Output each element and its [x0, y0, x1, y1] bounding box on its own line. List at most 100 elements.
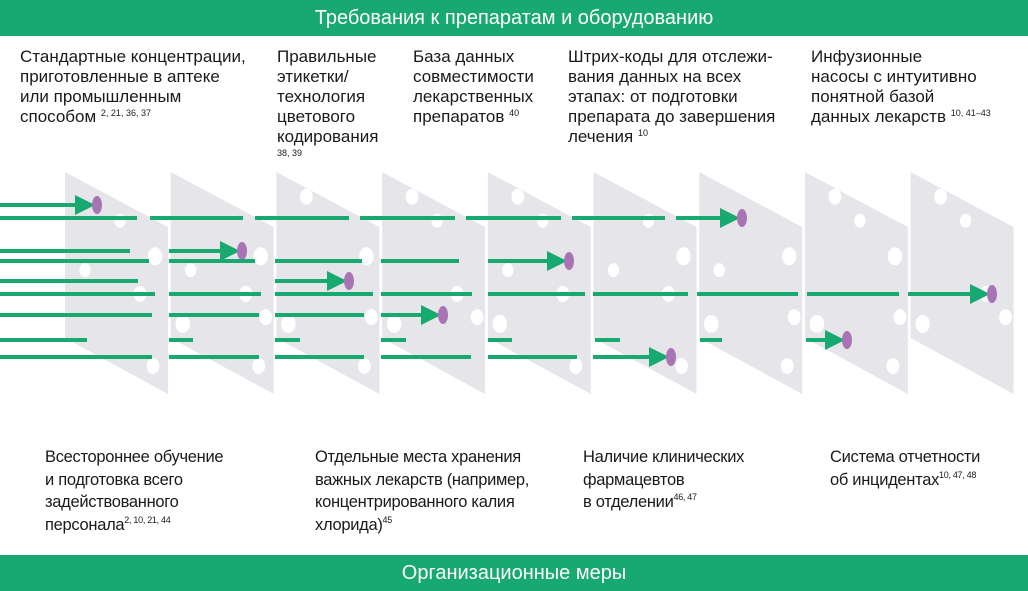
- cheese-hole: [780, 357, 794, 374]
- top-item-barcodes: Штрих-коды для отслежи- вания данных на …: [568, 47, 775, 147]
- hazard-dot-icon: [92, 196, 102, 214]
- refs: 10, 47, 48: [939, 469, 977, 480]
- hazard-dot-icon: [737, 209, 747, 227]
- arrow-head-icon: [421, 305, 441, 325]
- line: приготовленные в аптеке: [20, 67, 220, 86]
- cheese-hole: [960, 213, 972, 228]
- cheese-hole: [782, 247, 797, 266]
- line: способом: [20, 107, 97, 126]
- cheese-hole: [114, 213, 126, 228]
- line: концентрированного калия: [315, 493, 515, 511]
- cheese-hole: [642, 213, 655, 228]
- cheese-hole: [185, 263, 197, 278]
- line: Всестороннее обучение: [45, 448, 224, 466]
- cheese-slice: [170, 172, 274, 394]
- cheese-hole: [405, 188, 419, 205]
- cheese-hole: [713, 263, 725, 278]
- cheese-hole: [854, 213, 866, 228]
- line: данных лекарств: [811, 107, 947, 126]
- line: этикетки/: [277, 67, 349, 86]
- cheese-hole: [470, 309, 484, 326]
- footer-bar: Организационные меры: [0, 555, 1028, 591]
- line: задействованного: [45, 493, 179, 511]
- footer-title: Организационные меры: [401, 561, 627, 584]
- cheese-hole: [704, 314, 719, 333]
- line: этапах: от подготовки: [568, 87, 738, 106]
- refs: 38, 39: [277, 148, 303, 158]
- arrow-head-icon: [547, 251, 567, 271]
- line: Стандартные концентрации,: [20, 47, 246, 66]
- cheese-hole: [175, 314, 190, 333]
- hazard-dot-icon: [438, 306, 448, 324]
- top-item-standard-concentrations: Стандартные концентрации, приготовленные…: [20, 47, 246, 127]
- cheese-hole: [492, 314, 507, 333]
- bottom-item-storage: Отдельные места хранения важных лекарств…: [315, 446, 529, 536]
- line: вания данных на всех: [568, 67, 742, 86]
- cheese-hole: [253, 247, 268, 266]
- line: препарата до завершения: [568, 107, 776, 126]
- top-item-infusion-pumps: Инфузионные насосы с интуитивно понятной…: [811, 47, 991, 127]
- bottom-item-reporting: Система отчетности об инцидентах10, 47, …: [830, 446, 980, 491]
- cheese-hole: [809, 314, 825, 333]
- cheese-slice: [910, 172, 1014, 394]
- cheese-hole: [300, 188, 313, 205]
- arrow-head-icon: [75, 195, 95, 215]
- refs: 2, 10, 21, 44: [124, 514, 171, 525]
- refs: 10: [637, 128, 648, 138]
- cheese-hole: [887, 247, 903, 266]
- arrow-head-icon: [649, 347, 669, 367]
- line: и подготовка всего: [45, 470, 183, 489]
- cheese-hole: [676, 247, 691, 266]
- arrow-head-icon: [970, 284, 990, 304]
- hazard-dot-icon: [344, 272, 354, 290]
- line: Штрих-коды для отслежи-: [568, 47, 773, 66]
- cheese-hole: [893, 309, 907, 326]
- line: в отделении: [583, 493, 674, 511]
- cheese-hole: [886, 357, 900, 374]
- cheese-hole: [511, 188, 525, 205]
- hazard-dot-icon: [987, 285, 997, 303]
- refs: 45: [382, 514, 393, 525]
- hazard-dot-icon: [842, 331, 852, 349]
- header-bar: Требования к препаратам и оборудованию: [0, 0, 1028, 36]
- top-item-labels: Правильные этикетки/ технология цветовог…: [277, 47, 378, 159]
- cheese-hole: [431, 213, 443, 228]
- line: лечения: [568, 127, 634, 146]
- line: кодирования: [277, 127, 379, 146]
- cheese-hole: [359, 247, 374, 266]
- line: важных лекарств (например,: [315, 470, 530, 489]
- line: технология: [277, 87, 366, 106]
- line: Правильные: [277, 47, 377, 66]
- cheese-hole: [259, 309, 273, 326]
- line: насосы с интуитивно: [811, 67, 977, 86]
- refs: 10, 41–43: [950, 108, 991, 118]
- refs: 2, 21, 36, 37: [100, 108, 151, 118]
- line: Отдельные места хранения: [315, 448, 521, 466]
- cheese-hole: [787, 309, 801, 326]
- top-item-compatibility-db: База данных совместимости лекарственных …: [413, 47, 534, 127]
- cheese-hole: [502, 263, 514, 278]
- cheese-hole: [79, 263, 91, 278]
- arrow-head-icon: [220, 241, 240, 261]
- cheese-hole: [281, 314, 296, 333]
- arrow-head-icon: [825, 330, 845, 350]
- refs: 46, 47: [673, 492, 697, 502]
- cheese-hole: [365, 309, 378, 326]
- line: об инцидентах: [830, 470, 940, 489]
- line: Наличие клинических: [583, 448, 745, 466]
- cheese-hole: [537, 213, 549, 228]
- line: База данных: [413, 47, 515, 66]
- bottom-item-training: Всестороннее обучение и подготовка всего…: [45, 446, 224, 536]
- cheese-hole: [569, 357, 583, 374]
- line: персонала: [45, 515, 125, 534]
- cheese-slice: [487, 172, 591, 394]
- header-title: Требования к препаратам и оборудованию: [314, 6, 714, 29]
- hazard-dot-icon: [666, 348, 676, 366]
- cheese-hole: [915, 314, 930, 333]
- cheese-hole: [828, 188, 842, 205]
- cheese-hole: [146, 357, 160, 374]
- line: препаратов: [413, 107, 505, 126]
- line: лекарственных: [413, 87, 534, 106]
- cheese-hole: [999, 309, 1012, 326]
